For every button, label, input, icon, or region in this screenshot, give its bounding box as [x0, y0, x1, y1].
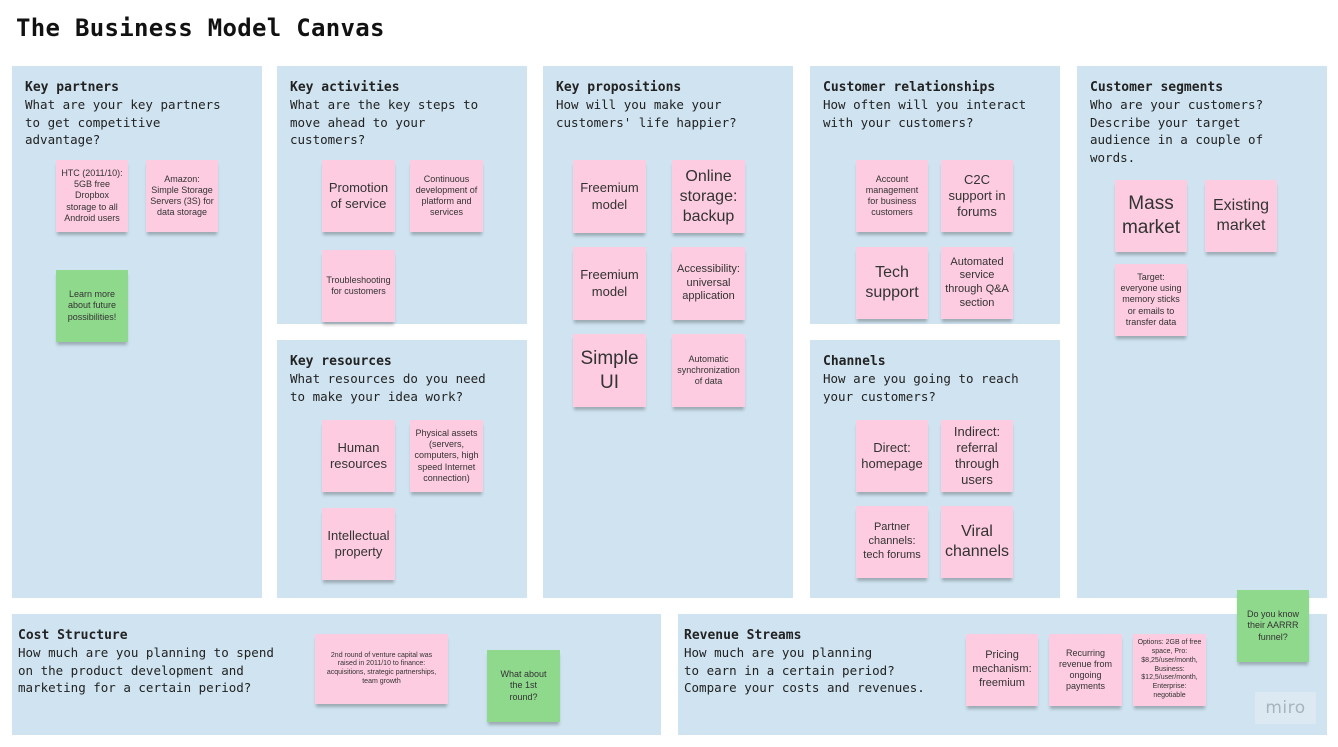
section-heading: Revenue Streams [684, 628, 802, 643]
section-heading: Customer relationships [823, 80, 996, 95]
sticky-note[interactable]: Account management for business customer… [856, 160, 928, 232]
section-heading: Cost Structure [18, 628, 128, 643]
sticky-note[interactable]: Direct: homepage [856, 420, 928, 492]
sticky-note[interactable]: Automatic synchronization of data [672, 334, 745, 407]
sticky-note[interactable]: Pricing mechanism: freemium [966, 634, 1038, 706]
section-question: Who are your customers? Describe your ta… [1090, 97, 1264, 165]
sticky-note[interactable]: Physical assets (servers, computers, hig… [410, 420, 483, 492]
section-question: How much are you planning to earn in a c… [684, 645, 925, 696]
sticky-note[interactable]: Target: everyone using memory sticks or … [1115, 264, 1187, 336]
miro-logo: miro [1255, 692, 1316, 724]
sticky-note[interactable]: Indirect: referral through users [941, 420, 1013, 492]
sticky-note[interactable]: 2nd round of venture capital was raised … [315, 634, 448, 704]
sticky-note[interactable]: Freemium model [573, 160, 646, 233]
sticky-note[interactable]: Promotion of service [322, 160, 395, 232]
section-question: How much are you planning to spend on th… [18, 645, 274, 696]
sticky-note[interactable]: What about the 1st round? [487, 650, 560, 722]
section-question: How will you make your customers' life h… [556, 97, 737, 130]
sticky-note[interactable]: Partner channels: tech forums [856, 506, 928, 578]
sticky-note[interactable]: Simple UI [573, 334, 646, 407]
sticky-note[interactable]: Options: 2GB of free space, Pro: $8,25/u… [1133, 634, 1206, 706]
sticky-note[interactable]: Online storage: backup [672, 160, 745, 233]
section-heading: Channels [823, 354, 886, 369]
sticky-note[interactable]: Amazon: Simple Storage Servers (3S) for … [146, 160, 218, 232]
sticky-note[interactable]: Continuous development of platform and s… [410, 160, 483, 232]
sticky-note[interactable]: Recurring revenue from ongoing payments [1049, 634, 1122, 706]
sticky-note[interactable]: Mass market [1115, 180, 1187, 252]
sticky-note[interactable]: Troubleshooting for customers [322, 250, 395, 322]
section-question: What resources do you need to make your … [290, 371, 486, 404]
section-heading: Key activities [290, 80, 400, 95]
sticky-note[interactable]: Freemium model [573, 247, 646, 320]
sticky-note[interactable]: Intellectual property [322, 508, 395, 580]
section-question: How often will you interact with your cu… [823, 97, 1027, 130]
sticky-note[interactable]: Accessibility: universal application [672, 247, 745, 320]
section-question: What are your key partners to get compet… [25, 97, 221, 148]
sticky-note[interactable]: HTC (2011/10): 5GB free Dropbox storage … [56, 160, 128, 232]
section-question: How are you going to reach your customer… [823, 371, 1019, 404]
section-heading: Key partners [25, 80, 119, 95]
page-title: The Business Model Canvas [16, 14, 385, 42]
sticky-note[interactable]: Tech support [856, 247, 928, 319]
sticky-note[interactable]: Do you know their AARRR funnel? [1237, 590, 1309, 662]
section-heading: Customer segments [1090, 80, 1224, 95]
sticky-note[interactable]: Human resources [322, 420, 395, 492]
sticky-note[interactable]: Viral channels [941, 506, 1013, 578]
sticky-note[interactable]: C2C support in forums [941, 160, 1013, 232]
section-heading: Key propositions [556, 80, 682, 95]
section-question: What are the key steps to move ahead to … [290, 97, 479, 148]
sticky-note[interactable]: Automated service through Q&A section [941, 247, 1013, 319]
sticky-note[interactable]: Existing market [1205, 180, 1277, 252]
sticky-note[interactable]: Learn more about future possibilities! [56, 270, 128, 342]
section-heading: Key resources [290, 354, 392, 369]
